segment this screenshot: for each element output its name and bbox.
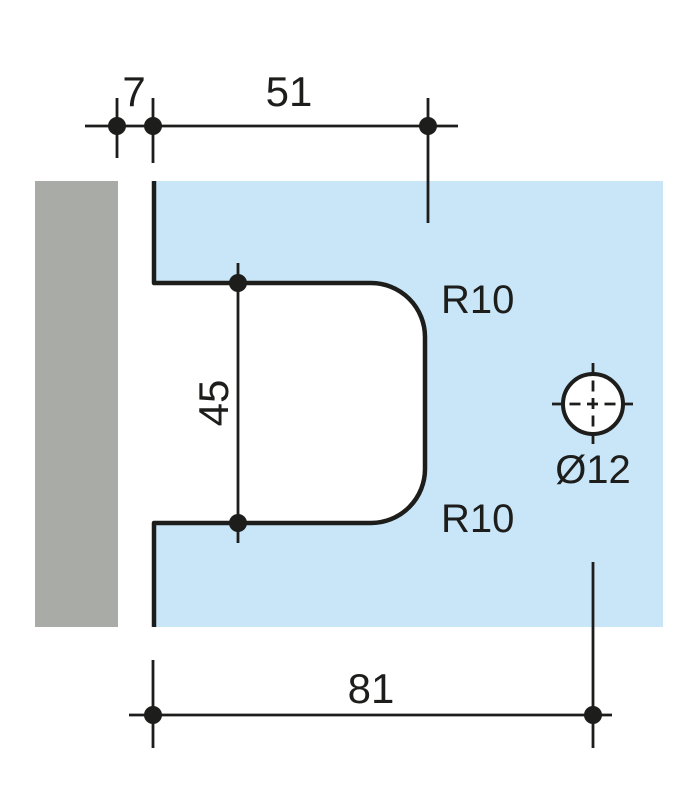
dimension-dot xyxy=(144,706,162,724)
top-dimension-group: 7 51 xyxy=(85,68,458,223)
drill-hole-group: Ø12 xyxy=(552,363,634,492)
height-dimension-group: 45 xyxy=(190,263,247,543)
dimension-dot xyxy=(229,514,247,532)
dim-label-cutout-height: 45 xyxy=(190,380,237,427)
dimension-dot xyxy=(419,117,437,135)
dimension-dot xyxy=(108,117,126,135)
radius-label-bottom: R10 xyxy=(441,497,514,541)
dimension-dot xyxy=(584,706,602,724)
dim-label-offset: 7 xyxy=(122,68,145,115)
bottom-dimension-group: 81 xyxy=(129,562,612,748)
cutout-outline xyxy=(151,181,428,627)
dimension-dot xyxy=(229,274,247,292)
glass-panel xyxy=(154,181,663,627)
radius-label-top: R10 xyxy=(441,278,514,322)
dim-label-hole-distance: 81 xyxy=(348,665,395,712)
hole-diameter-label: Ø12 xyxy=(555,448,631,492)
dimension-dot xyxy=(144,117,162,135)
dim-label-cutout-width: 51 xyxy=(266,68,313,115)
wall-bar xyxy=(35,181,118,627)
